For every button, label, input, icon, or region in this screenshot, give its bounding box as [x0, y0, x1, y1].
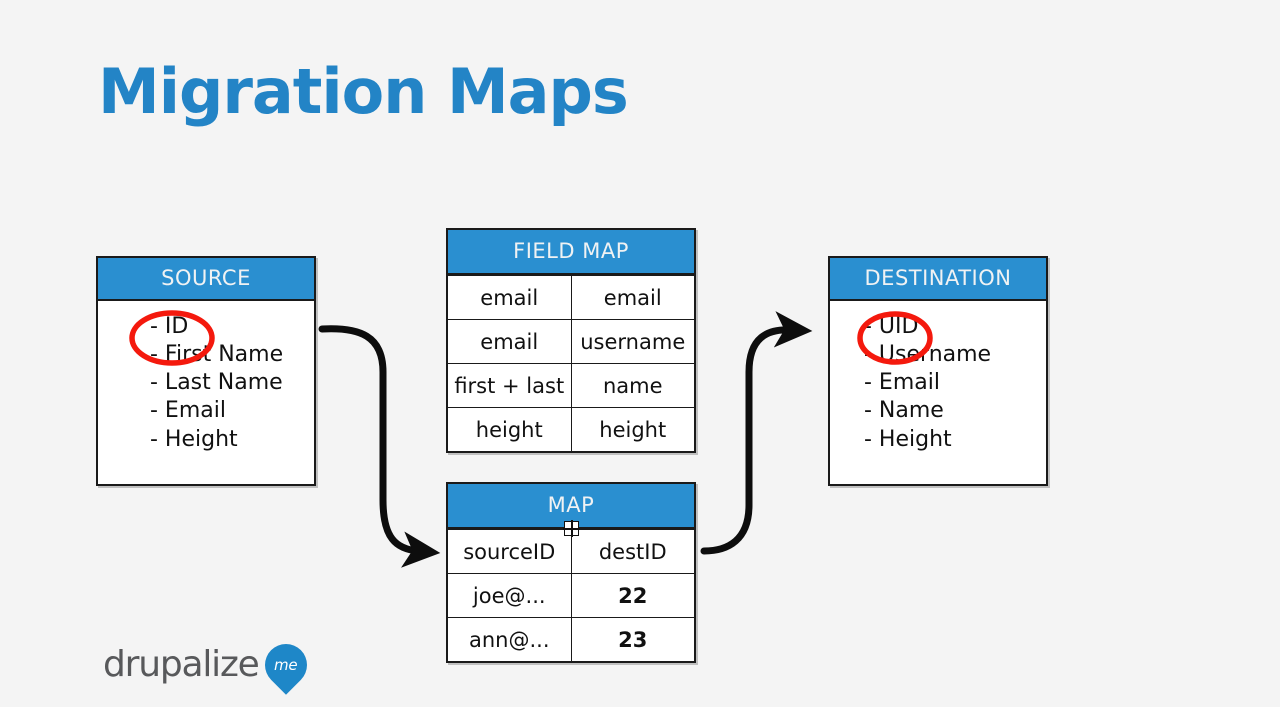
- list-item: - Email: [150, 398, 226, 424]
- field-map-title: FIELD MAP: [448, 230, 694, 275]
- list-item: - Username: [864, 342, 992, 368]
- table-column-header-destination: destID: [570, 529, 694, 574]
- source-box-header: SOURCE: [98, 258, 314, 301]
- drupalize-me-logo: drupalize me: [103, 635, 316, 695]
- field-map-grid: email email email username first + last …: [448, 275, 694, 451]
- table-cell-source: ann@...: [448, 617, 572, 661]
- map-table: MAP sourceID destID joe@... 22 ann@... 2…: [446, 482, 696, 663]
- table-row: height height: [448, 407, 694, 451]
- destination-entity-box: DESTINATION - UID - Username - Email - N…: [828, 256, 1048, 486]
- list-item: - Name: [864, 398, 944, 424]
- map-table-grid: sourceID destID joe@... 22 ann@... 23: [448, 529, 694, 661]
- table-row: ann@... 23: [448, 617, 694, 661]
- table-cell-source: height: [448, 407, 572, 451]
- table-row: email username: [448, 319, 694, 364]
- table-row: email email: [448, 275, 694, 320]
- list-item: - ID: [150, 314, 189, 339]
- column-resize-handle-icon[interactable]: [563, 520, 580, 537]
- list-item: - Email: [864, 370, 940, 396]
- source-to-map-arrow: [318, 325, 441, 568]
- list-item: - Last Name: [150, 370, 283, 396]
- table-cell-source: email: [448, 275, 572, 320]
- destination-box-field-list: - UID - Username - Email - Name - Height: [830, 301, 1046, 464]
- table-cell-destination: username: [570, 319, 694, 364]
- list-item: - Height: [150, 426, 238, 452]
- table-cell-destination: height: [570, 407, 694, 451]
- page-title: Migration Maps: [98, 55, 629, 128]
- table-cell-source: joe@...: [448, 573, 572, 618]
- table-row: joe@... 22: [448, 573, 694, 618]
- table-cell-destination: name: [570, 363, 694, 408]
- droplet-icon: me: [255, 635, 316, 695]
- list-item: - First Name: [150, 342, 284, 368]
- logo-drop-text: me: [274, 656, 298, 674]
- table-row: first + last name: [448, 363, 694, 408]
- table-cell-source: email: [448, 319, 572, 364]
- list-item: - Height: [864, 426, 952, 452]
- table-cell-destination: 23: [570, 617, 694, 661]
- source-entity-box: SOURCE - ID - First Name - Last Name - E…: [96, 256, 316, 486]
- table-cell-destination: email: [570, 275, 694, 320]
- table-column-header-source: sourceID: [448, 529, 572, 574]
- table-cell-destination: 22: [570, 573, 694, 618]
- field-map-table: FIELD MAP email email email username fir…: [446, 228, 696, 453]
- table-cell-source: first + last: [448, 363, 572, 408]
- source-box-field-list: - ID - First Name - Last Name - Email - …: [98, 301, 314, 464]
- logo-wordmark: drupalize: [103, 644, 260, 685]
- list-item: - UID: [864, 314, 919, 339]
- map-to-destination-arrow: [700, 311, 813, 555]
- destination-box-header: DESTINATION: [830, 258, 1046, 301]
